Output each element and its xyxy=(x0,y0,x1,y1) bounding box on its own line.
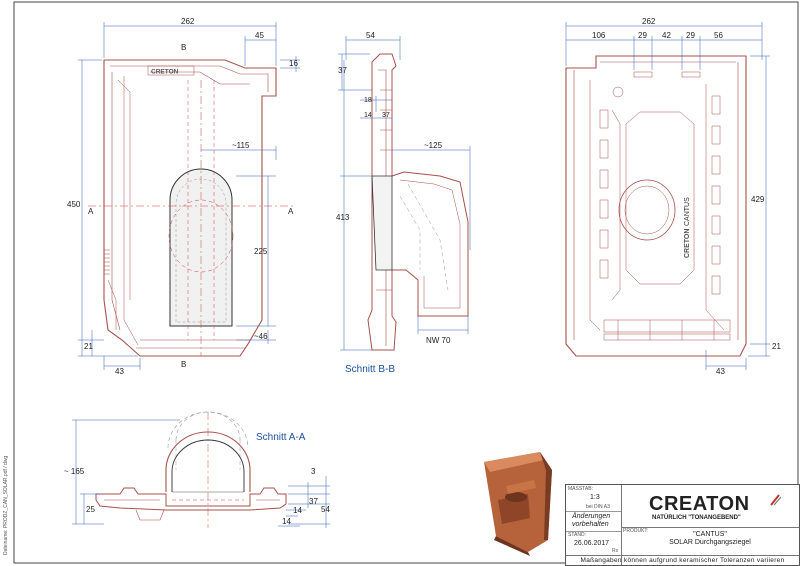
section-aa-view: ~ 165 25 3 37 54 14 14 Schnitt A-A xyxy=(64,411,330,528)
scale-cell: MASSTAB: 1:3 bei DIN A3 xyxy=(566,485,621,512)
dim-front-opening-width: ~115 xyxy=(232,141,250,150)
section-mark-a-left: A xyxy=(88,207,94,216)
front-view: CRETON A A B B 262 45 16 450 21 xyxy=(67,17,300,376)
file-path: Dateiname: PRODZ_CAN_SOLAR.pdf / dwg xyxy=(3,455,9,555)
dim-front-16: 16 xyxy=(289,59,298,68)
dim-front-43: 43 xyxy=(115,367,124,376)
dim-bb-18: 18 xyxy=(364,97,372,104)
scale-value: 1:3 xyxy=(590,494,600,501)
dim-bb-54: 54 xyxy=(366,31,375,40)
dim-bb-413: 413 xyxy=(336,213,350,222)
back-brand-text: CANTUS xyxy=(684,197,691,226)
dim-back-56: 56 xyxy=(714,31,723,40)
dim-back-21: 21 xyxy=(772,342,781,351)
logo-mark-icon xyxy=(770,494,781,506)
section-bb-title: Schnitt B-B xyxy=(345,364,395,375)
back-logo-text: CRETON xyxy=(684,229,691,258)
dim-bb-37b: 37 xyxy=(382,112,390,119)
dim-front-21: 21 xyxy=(84,342,93,351)
scale-note: bei DIN A3 xyxy=(586,504,610,510)
company-tagline: NATÜRLICH "TONANGEBEND" xyxy=(652,515,741,521)
company-logo: CREATON xyxy=(649,493,750,515)
sheet-frame xyxy=(13,1,799,564)
dim-back-106: 106 xyxy=(592,31,606,40)
dim-bb-14: 14 xyxy=(364,112,372,119)
dim-front-opening-height: 225 xyxy=(254,247,268,256)
revision-mark: Rs xyxy=(612,548,619,554)
dim-aa-37: 37 xyxy=(309,497,318,506)
dim-aa-3: 3 xyxy=(311,467,316,476)
back-view: CRETON CANTUS 262 106 29 42 29 56 429 21… xyxy=(565,17,781,376)
dim-back-width: 262 xyxy=(642,17,656,26)
dim-front-46: ~46 xyxy=(254,332,268,341)
section-mark-a-right: A xyxy=(288,207,294,216)
dim-bb-125: ~125 xyxy=(424,141,443,150)
dim-back-42: 42 xyxy=(662,31,671,40)
section-bb-view: 54 37 18 14 37 ~125 413 NW 70 Schnitt B-… xyxy=(336,31,471,375)
dim-aa-165: ~ 165 xyxy=(64,467,85,476)
dim-front-45: 45 xyxy=(255,31,264,40)
dim-front-height: 450 xyxy=(67,200,81,209)
date-value: 26.06.2017 xyxy=(574,540,610,547)
tile-logo-text: CRETON xyxy=(151,69,179,76)
dim-aa-25: 25 xyxy=(86,505,95,514)
title-block-meta: MASSTAB: 1:3 bei DIN A3 Änderungen vorbe… xyxy=(566,485,622,565)
section-aa-title: Schnitt A-A xyxy=(256,432,306,443)
product-name: "CANTUS" xyxy=(693,531,727,538)
section-mark-b-top: B xyxy=(181,43,186,52)
product-label: PRODUKT: xyxy=(623,528,649,534)
product-description: SOLAR Durchgangsziegel xyxy=(669,539,751,546)
changes-cell: Änderungen vorbehalten xyxy=(566,511,621,532)
date-label: STAND: xyxy=(568,532,586,538)
tolerance-note: Maßangaben können aufgrund keramischer T… xyxy=(566,555,799,564)
dim-front-width: 262 xyxy=(181,17,195,26)
scale-label: MASSTAB: xyxy=(568,486,593,492)
dim-back-429: 429 xyxy=(751,195,765,204)
dim-back-43: 43 xyxy=(716,367,725,376)
dim-back-29a: 29 xyxy=(638,31,647,40)
dim-bb-37: 37 xyxy=(338,66,347,75)
dim-bb-nw: NW 70 xyxy=(426,336,451,345)
dim-aa-14a: 14 xyxy=(293,506,302,515)
date-cell: STAND: 26.06.2017 Rs xyxy=(566,531,621,555)
tile-product-image xyxy=(484,452,552,556)
dim-aa-14b: 14 xyxy=(282,517,291,526)
dim-aa-54: 54 xyxy=(321,505,330,514)
section-mark-b-bottom: B xyxy=(181,360,186,369)
changes-note: Änderungen vorbehalten xyxy=(572,513,611,528)
dim-back-29b: 29 xyxy=(686,31,695,40)
product-divider xyxy=(622,527,799,528)
title-block: MASSTAB: 1:3 bei DIN A3 Änderungen vorbe… xyxy=(565,484,800,566)
